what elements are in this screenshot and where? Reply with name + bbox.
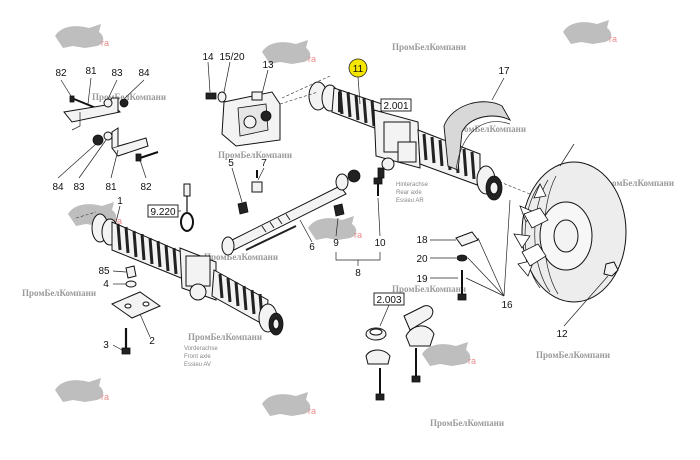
callout-83: 83 — [111, 68, 123, 79]
callout-81: 81 — [105, 182, 117, 193]
watermark-text: ПромБелКомпани — [204, 252, 278, 262]
svg-text:Essieu AR: Essieu AR — [396, 198, 424, 204]
watermark-logo: ra — [563, 20, 617, 44]
svg-text:ra: ra — [101, 38, 109, 48]
svg-text:2.001: 2.001 — [383, 101, 408, 112]
valve-block-assembly — [205, 91, 319, 147]
callout-83: 83 — [73, 182, 85, 193]
callout-11-highlight[interactable]: 11 — [348, 58, 368, 78]
loop-fitting — [180, 183, 194, 232]
watermark-text: ПромБелКомпани — [218, 150, 292, 160]
callout-17: 17 — [498, 66, 510, 77]
callout-6: 6 — [309, 242, 315, 253]
svg-text:ra: ra — [308, 406, 316, 416]
callout-18: 18 — [416, 235, 428, 246]
watermark-text: ПромБелКомпани — [600, 178, 674, 188]
callout-15-20: 15/20 — [219, 52, 244, 63]
bearing-clamp-assembly — [365, 305, 435, 401]
callout-4: 4 — [103, 279, 109, 290]
callout-2: 2 — [149, 336, 155, 347]
callout-85: 85 — [98, 266, 110, 277]
wheel-tire — [513, 161, 627, 303]
watermark-text: ПромБелКомпани — [536, 350, 610, 360]
callout-81: 81 — [85, 66, 97, 77]
svg-text:ra: ra — [609, 34, 617, 44]
fender-bracket-parts — [455, 231, 479, 301]
callout-5: 5 — [228, 158, 234, 169]
watermark-text: ПромБелКомпани — [22, 288, 96, 298]
front-axle-assembly — [75, 211, 284, 336]
watermark-text: ПромБелКомпани — [92, 92, 166, 102]
watermark-logo: ra — [262, 40, 316, 64]
bracket-assembly-upper — [63, 95, 129, 131]
callout-8: 8 — [355, 268, 361, 279]
callout-84: 84 — [138, 68, 150, 79]
front-axle-label: Vorderachse Front axle Essieu AV — [184, 346, 218, 368]
callout-20: 20 — [416, 254, 428, 265]
svg-text:Rear axle: Rear axle — [396, 190, 422, 196]
watermark-text: ПромБелКомпани — [452, 124, 526, 134]
callout-84: 84 — [52, 182, 64, 193]
svg-text:2.003: 2.003 — [376, 295, 401, 306]
callout-12: 12 — [556, 329, 568, 340]
callout-7: 7 — [261, 158, 267, 169]
callout-14: 14 — [202, 52, 214, 63]
callout-9: 9 — [333, 238, 339, 249]
watermark-text: ПромБелКомпани — [188, 332, 262, 342]
callout-82: 82 — [140, 182, 152, 193]
svg-text:ra: ra — [114, 216, 122, 226]
ref-box-2001[interactable]: 2.001 — [380, 98, 412, 112]
callout-16: 16 — [501, 300, 513, 311]
sensor-parts — [237, 170, 263, 215]
bracket-assembly-lower — [92, 127, 159, 162]
ref-box-2003[interactable]: 2.003 — [373, 292, 405, 306]
callout-13: 13 — [262, 60, 274, 71]
watermark-text: ПромБелКомпани — [392, 284, 466, 294]
svg-text:11: 11 — [353, 64, 364, 75]
callout-19: 19 — [416, 274, 428, 285]
svg-text:Essieu AV: Essieu AV — [184, 362, 211, 368]
watermark-logo: ra — [55, 24, 109, 48]
watermark-text: ПромБелКомпани — [392, 42, 466, 52]
svg-text:Hinterachse: Hinterachse — [396, 182, 429, 188]
callout-1: 1 — [117, 196, 123, 207]
watermark-logo: ra — [422, 342, 476, 366]
callout-82: 82 — [55, 68, 67, 79]
svg-text:ra: ra — [468, 356, 476, 366]
svg-text:9.220: 9.220 — [150, 207, 175, 218]
fender — [443, 101, 512, 171]
svg-text:ra: ra — [308, 54, 316, 64]
watermark-logo: ra — [308, 216, 362, 240]
ref-box-9220[interactable]: 9.220 — [147, 204, 179, 218]
clamp-parts — [333, 177, 383, 217]
callout-3: 3 — [103, 340, 109, 351]
svg-text:Vorderachse: Vorderachse — [184, 346, 218, 352]
callout-10: 10 — [374, 238, 386, 249]
svg-text:Front axle: Front axle — [184, 354, 211, 360]
watermark-text: ПромБелКомпани — [430, 418, 504, 428]
svg-text:ra: ra — [101, 392, 109, 402]
svg-text:ra: ra — [354, 230, 362, 240]
callout-labels: 82 81 83 84 84 83 81 82 14 15/20 13 17 5… — [52, 52, 568, 351]
watermark-logo: ra — [262, 392, 316, 416]
rear-axle-label: Hinterachse Rear axle Essieu AR — [396, 182, 429, 204]
driveshaft — [221, 169, 361, 256]
watermark-logo: ra — [55, 378, 109, 402]
